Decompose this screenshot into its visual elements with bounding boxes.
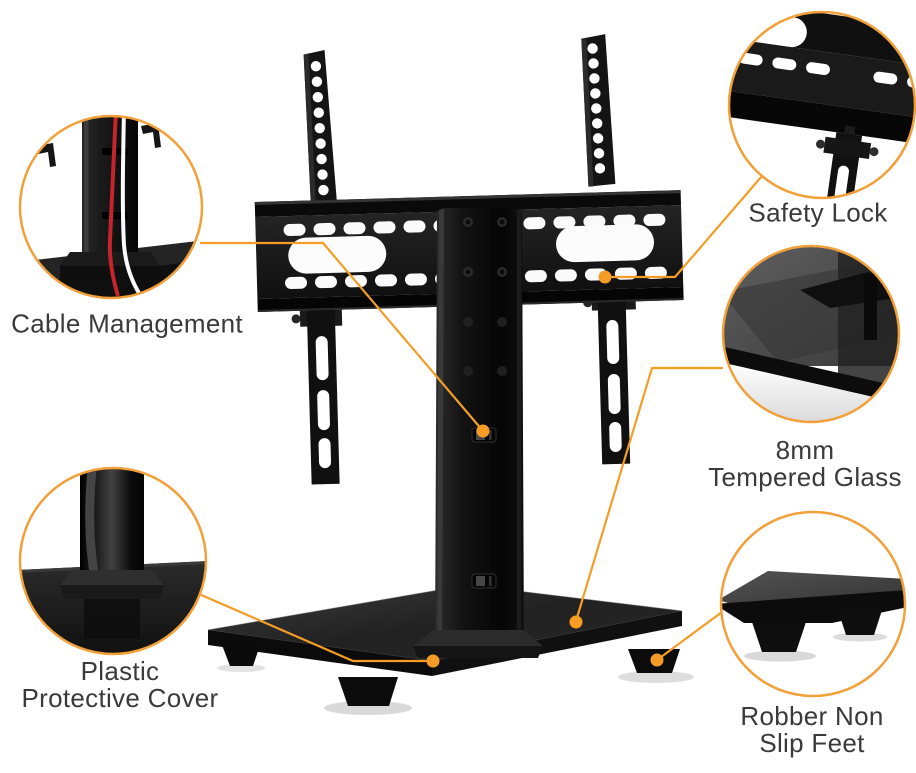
callout-circle-cable-management	[18, 114, 204, 300]
label-cable-management: Cable Management	[11, 308, 243, 339]
callout-lines	[198, 175, 763, 663]
label-tempered-glass: 8mm Tempered Glass	[708, 435, 902, 492]
callout-circle-plastic-cover	[18, 466, 208, 656]
rubber-foot-right	[838, 610, 882, 635]
callout-circle-safety-lock	[727, 10, 916, 200]
base-foot-front-left	[338, 677, 398, 706]
callout-circle-rubber-feet	[719, 510, 907, 698]
label-safety-lock: Safety Lock	[748, 197, 888, 228]
line-rubber-feet	[656, 611, 723, 661]
line-plastic-cover	[198, 592, 430, 663]
line-safety-lock	[608, 175, 763, 279]
rubber-foot-left	[752, 622, 806, 652]
red-cable	[107, 116, 120, 297]
white-cable	[120, 116, 144, 298]
label-plastic-protective-cover: Plastic Protective Cover	[21, 656, 219, 713]
label-rubber-non-slip-feet: Robber Non Slip Feet	[740, 701, 884, 758]
callout-dots	[426, 270, 664, 668]
callout-circle-tempered-glass	[721, 244, 901, 424]
column-base-cover	[413, 630, 543, 658]
base-foot-back-left	[222, 645, 260, 666]
line-cable-management	[200, 241, 484, 432]
bracket-upper-arms	[303, 34, 616, 204]
column-screw-holes	[463, 217, 507, 376]
line-tempered-glass	[574, 366, 723, 622]
